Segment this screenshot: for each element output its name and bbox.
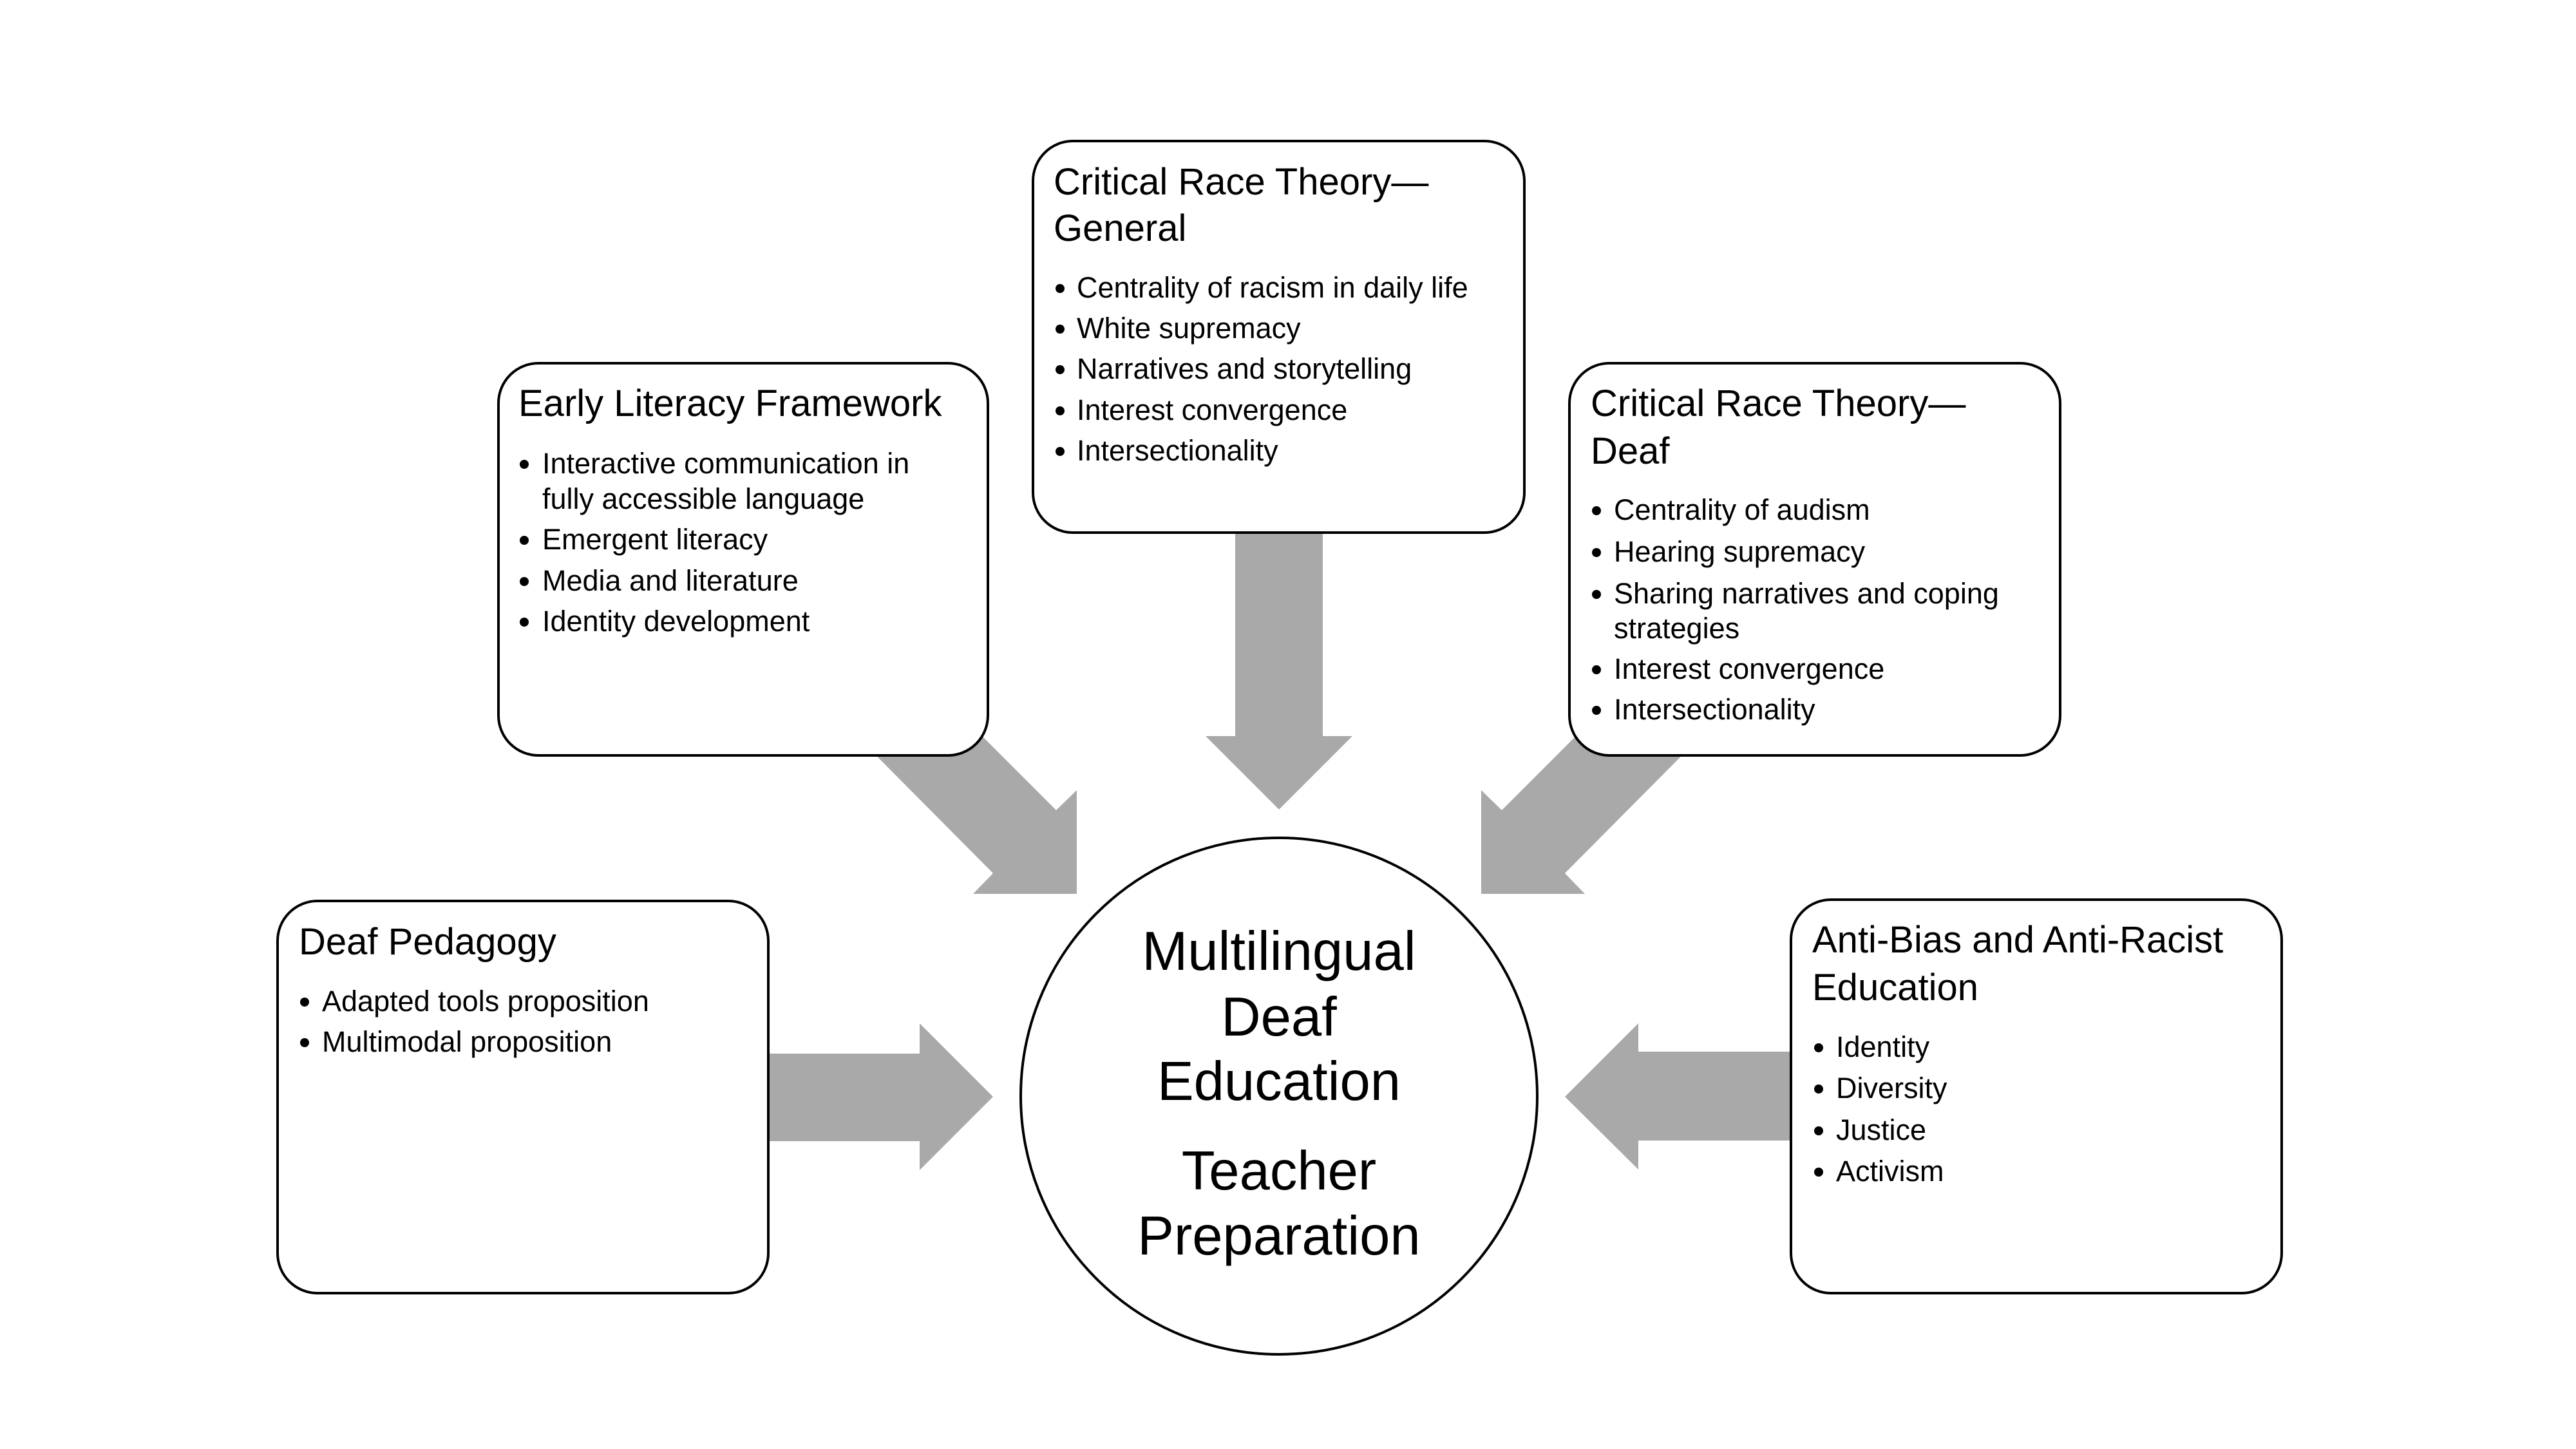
bullet-icon xyxy=(1592,506,1601,515)
list-item: Diversity xyxy=(1836,1072,1947,1104)
list-item: Justice xyxy=(1836,1113,1926,1146)
center-hub-line: Deaf xyxy=(1221,987,1337,1048)
list-item: Media and literature xyxy=(542,564,799,597)
list-item: Activism xyxy=(1836,1155,1944,1188)
box-title: Anti-Bias and Anti-Racist xyxy=(1812,919,2223,961)
bullet-icon xyxy=(1592,665,1601,674)
list-item: Multimodal proposition xyxy=(322,1025,612,1058)
box-early-literacy-frame xyxy=(497,362,989,757)
list-item: Hearing supremacy xyxy=(1614,535,1866,568)
list-item-continuation: strategies xyxy=(1614,612,1739,645)
bullet-icon xyxy=(1814,1126,1823,1135)
list-item: Intersectionality xyxy=(1614,693,1815,726)
bullet-icon xyxy=(1814,1043,1823,1052)
bullet-icon xyxy=(1056,406,1065,415)
arrow-right-from-deaf-pedagogy xyxy=(741,1023,993,1170)
center-hub: Multilingual Deaf Education Teacher Prep… xyxy=(1019,837,1539,1356)
list-item: Centrality of racism in daily life xyxy=(1077,271,1468,304)
bullet-icon xyxy=(1592,548,1601,557)
list-item: Interest convergence xyxy=(1614,652,1884,685)
bullet-icon xyxy=(520,618,529,627)
list-item: Identity xyxy=(1836,1030,1930,1063)
center-hub-circle xyxy=(1019,837,1539,1356)
bullet-icon xyxy=(1814,1168,1823,1177)
box-crt-general: Critical Race Theory— General Centrality… xyxy=(1032,140,1526,534)
box-crt-general-frame xyxy=(1032,140,1526,534)
arrow-left-from-anti-bias xyxy=(1565,1023,1823,1170)
bullet-icon xyxy=(520,577,529,586)
box-title: Deaf Pedagogy xyxy=(299,921,556,963)
list-item: Narratives and storytelling xyxy=(1077,352,1412,385)
box-early-literacy: Early Literacy Framework Interactive com… xyxy=(497,362,989,757)
list-item: White supremacy xyxy=(1077,312,1301,345)
bullet-icon xyxy=(300,1038,309,1047)
bullet-icon xyxy=(520,536,529,545)
box-title: Critical Race Theory— xyxy=(1591,383,1965,424)
list-item: Adapted tools proposition xyxy=(322,985,649,1018)
bullet-icon xyxy=(520,460,529,469)
bullet-icon xyxy=(1056,447,1065,456)
box-title: Early Literacy Framework xyxy=(518,383,942,424)
center-hub-line: Education xyxy=(1157,1051,1401,1112)
bullet-icon xyxy=(1592,590,1601,599)
center-hub-line: Teacher xyxy=(1182,1141,1376,1202)
bullet-icon xyxy=(1592,706,1601,715)
box-deaf-pedagogy: Deaf Pedagogy Adapted tools proposition … xyxy=(276,900,770,1294)
box-title: Education xyxy=(1812,967,1978,1009)
box-title: General xyxy=(1054,207,1186,249)
center-hub-line: Multilingual xyxy=(1142,921,1416,982)
list-item: Interest convergence xyxy=(1077,393,1347,426)
box-deaf-pedagogy-frame xyxy=(276,900,770,1294)
bullet-icon xyxy=(1056,325,1065,334)
center-hub-line: Preparation xyxy=(1137,1206,1420,1267)
box-title: Critical Race Theory— xyxy=(1054,161,1428,203)
box-title: Deaf xyxy=(1591,430,1670,472)
list-item: Centrality of audism xyxy=(1614,493,1870,526)
box-crt-deaf: Critical Race Theory— Deaf Centrality of… xyxy=(1568,362,2061,757)
list-item: Identity development xyxy=(542,605,810,638)
bullet-icon xyxy=(1056,365,1065,374)
list-item-continuation: fully accessible language xyxy=(542,482,864,515)
list-item: Sharing narratives and coping xyxy=(1614,577,1999,610)
box-crt-deaf-frame xyxy=(1568,362,2061,757)
list-item: Emergent literacy xyxy=(542,523,768,556)
box-anti-bias: Anti-Bias and Anti-Racist Education Iden… xyxy=(1790,898,2283,1294)
bullet-icon xyxy=(1814,1084,1823,1094)
list-item: Intersectionality xyxy=(1077,434,1278,467)
arrow-down-from-crt-general xyxy=(1206,502,1352,810)
list-item: Interactive communication in xyxy=(542,447,909,480)
box-anti-bias-frame xyxy=(1790,898,2283,1294)
bullet-icon xyxy=(1056,284,1065,293)
bullet-icon xyxy=(300,998,309,1007)
